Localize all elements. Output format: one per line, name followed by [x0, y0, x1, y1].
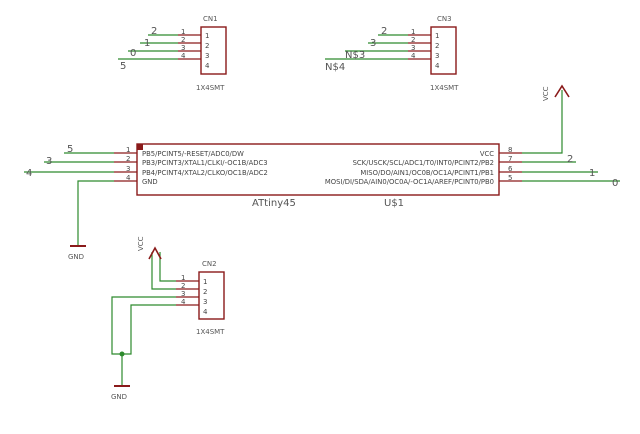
ic-pin-name-8: VCC: [480, 150, 494, 158]
ic-pin-name-2: PB3/PCINT3/XTAL1/CLKI/-OC1B/ADC3: [142, 159, 268, 167]
connector-cn3[interactable]: CN3 1 2 3 4 1 2 3 4 1X4SMT 2 3 N$3 N$4: [325, 15, 459, 92]
connector-cn2[interactable]: CN2 1 2 3 4 1 2 3 4 1X4SMT VCC GND: [111, 236, 225, 401]
ic-attiny45[interactable]: 1 2 3 4 PB5/PCINT5/-RESET/ADC0/DW PB3/PC…: [24, 84, 620, 261]
ic-pin-name-5: MOSI/DI/SDA/AIN0/OC0A/-OC1A/AREF/PCINT0/…: [325, 178, 494, 186]
cn2-pin-num-1: 1: [181, 274, 185, 282]
cn2-vcc-wire-2[interactable]: [151, 252, 176, 290]
cn3-pin-num-2: 2: [411, 36, 415, 44]
cn1-net-label-4: 5: [120, 61, 126, 72]
ic-vcc-wire[interactable]: [522, 90, 563, 154]
cn1-pin-num-4: 4: [181, 52, 186, 60]
cn3-inner-4: 4: [435, 62, 440, 70]
ic-pin-num-1: 1: [126, 146, 130, 154]
cn3-net-label-1: 2: [381, 26, 387, 37]
cn2-inner-1: 1: [203, 278, 207, 286]
cn3-pin-num-1: 1: [411, 28, 415, 36]
ic-gnd-wire[interactable]: [77, 180, 114, 246]
cn3-value: 1X4SMT: [430, 84, 459, 92]
cn3-net-label-3: N$3: [345, 50, 365, 61]
cn1-pin-num-1: 1: [181, 28, 185, 36]
ic-body: [136, 143, 500, 196]
pin1-marker-icon: [137, 144, 143, 150]
cn1-inner-1: 1: [205, 32, 209, 40]
ic-pin-name-6: MISO/DO/AIN1/OC0B/OC1A/PCINT1/PB1: [360, 169, 494, 177]
cn2-gnd-wire-2[interactable]: [122, 304, 176, 355]
ic-net-label-6: 1: [589, 168, 595, 179]
ic-value: ATtiny45: [252, 198, 296, 209]
ic-pin-num-3: 3: [126, 165, 130, 173]
ic-pin-name-1: PB5/PCINT5/-RESET/ADC0/DW: [142, 150, 244, 158]
cn2-inner-2: 2: [203, 288, 207, 296]
ic-net-label-3: 4: [26, 168, 32, 179]
ic-pin-num-4: 4: [126, 174, 131, 182]
cn2-pin-num-4: 4: [181, 298, 186, 306]
cn1-inner-4: 4: [205, 62, 210, 70]
cn1-net-label-2: 1: [144, 38, 150, 49]
ic-name: U$1: [384, 198, 404, 209]
cn2-inner-4: 4: [203, 308, 208, 316]
ic-net-label-2: 3: [46, 156, 52, 167]
cn1-pin-num-3: 3: [181, 44, 185, 52]
cn3-inner-1: 1: [435, 32, 439, 40]
cn3-pin-num-3: 3: [411, 44, 415, 52]
ic-pin-num-8: 8: [508, 146, 512, 154]
cn1-pin-num-2: 2: [181, 36, 185, 44]
cn2-gnd-label: GND: [111, 393, 127, 401]
cn3-pin-num-4: 4: [411, 52, 416, 60]
cn2-vcc-arrow-icon: [148, 246, 162, 260]
cn1-name: CN1: [203, 15, 218, 23]
cn2-gnd-wire-1[interactable]: [111, 296, 176, 355]
cn3-net-label-2: 3: [370, 38, 376, 49]
ic-vcc-label: VCC: [542, 86, 550, 101]
ic-pin-name-3: PB4/PCINT4/XTAL2/CLKO/OC1B/ADC2: [142, 169, 268, 177]
cn1-inner-3: 3: [205, 52, 209, 60]
junction-dot-icon: [119, 351, 125, 357]
ic-net-label-1: 5: [67, 144, 73, 155]
cn3-inner-3: 3: [435, 52, 439, 60]
ic-pin-num-2: 2: [126, 155, 130, 163]
cn2-inner-3: 3: [203, 298, 207, 306]
cn2-value: 1X4SMT: [196, 328, 225, 336]
ic-net-label-7: 2: [567, 154, 573, 165]
cn1-inner-2: 2: [205, 42, 209, 50]
cn2-pin-num-3: 3: [181, 290, 185, 298]
cn3-name: CN3: [437, 15, 452, 23]
cn2-vcc-wire-1[interactable]: [159, 252, 176, 282]
ic-pin-name-4: GND: [142, 178, 158, 186]
vcc-arrow-icon: [554, 84, 570, 98]
cn3-inner-2: 2: [435, 42, 439, 50]
cn1-net-label-1: 2: [151, 26, 157, 37]
cn2-vcc-label: VCC: [137, 236, 145, 251]
ic-net-label-5: 0: [612, 178, 618, 189]
ic-pin-num-5: 5: [508, 174, 512, 182]
connector-cn1[interactable]: CN1 1 2 3 4 1 2 3 4 1X4SMT 2 1 0 5: [118, 15, 227, 92]
cn2-body: [198, 271, 225, 320]
ic-pin-name-7: SCK/USCK/SCL/ADC1/T0/INT0/PCINT2/PB2: [353, 159, 494, 167]
cn1-value: 1X4SMT: [196, 84, 225, 92]
cn2-name: CN2: [202, 260, 217, 268]
ic-gnd-label: GND: [68, 253, 84, 261]
cn2-pin-num-2: 2: [181, 282, 185, 290]
cn3-net-label-4: N$4: [325, 62, 345, 73]
ic-pin-num-6: 6: [508, 165, 513, 173]
cn1-net-label-3: 0: [130, 48, 136, 59]
ic-pin-num-7: 7: [508, 155, 512, 163]
